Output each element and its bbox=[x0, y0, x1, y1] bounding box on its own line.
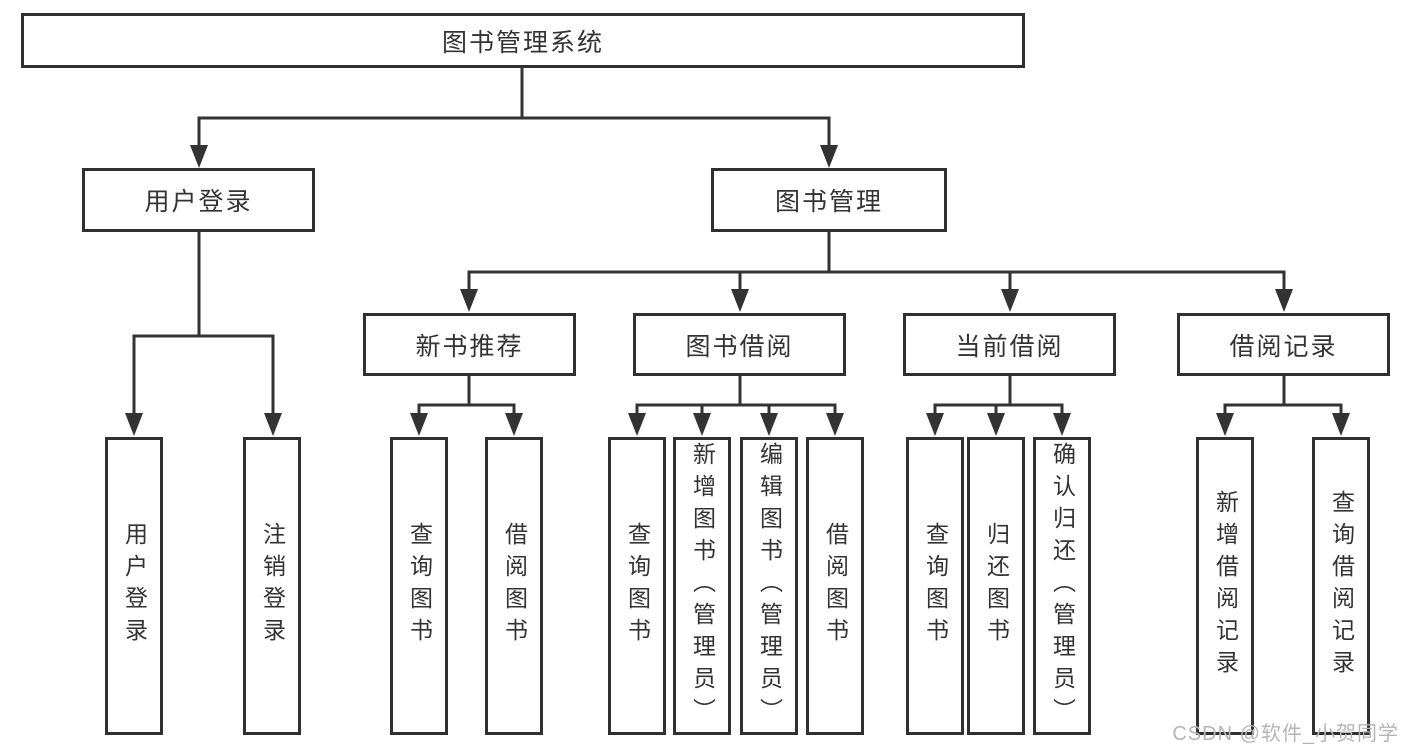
leaf-user-login-label: 用户登录 bbox=[121, 522, 148, 650]
leaf-add-borrow-record-label: 新增借阅记录 bbox=[1212, 490, 1239, 682]
leaf-query-books-recommend-label: 查询图书 bbox=[406, 522, 433, 650]
node-current-borrow: 当前借阅 bbox=[903, 313, 1116, 376]
leaf-confirm-return-admin: 确认归还（管理员） bbox=[1033, 437, 1091, 735]
leaf-query-borrow-record-label: 查询借阅记录 bbox=[1328, 490, 1355, 682]
leaf-query-books-current: 查询图书 bbox=[906, 437, 964, 735]
leaf-logout: 注销登录 bbox=[243, 437, 301, 735]
node-book-borrow-label: 图书借阅 bbox=[685, 332, 794, 361]
node-current-borrow-label: 当前借阅 bbox=[955, 332, 1064, 361]
node-user-login: 用户登录 bbox=[82, 168, 315, 232]
leaf-logout-label: 注销登录 bbox=[259, 522, 286, 650]
leaf-return-book: 归还图书 bbox=[967, 437, 1025, 735]
node-book-borrow: 图书借阅 bbox=[633, 313, 846, 376]
leaf-user-login: 用户登录 bbox=[105, 437, 163, 735]
leaf-return-book-label: 归还图书 bbox=[983, 522, 1010, 650]
leaf-borrow-books-recommend: 借阅图书 bbox=[485, 437, 543, 735]
node-user-login-label: 用户登录 bbox=[144, 188, 253, 216]
node-book-management-label: 图书管理 bbox=[774, 188, 883, 216]
node-library-system: 图书管理系统 bbox=[21, 13, 1025, 68]
leaf-add-book-admin-label: 新增图书（管理员） bbox=[689, 442, 716, 730]
leaf-query-books-borrow-label: 查询图书 bbox=[624, 522, 651, 650]
node-new-book-recommend: 新书推荐 bbox=[363, 313, 576, 376]
leaf-add-borrow-record: 新增借阅记录 bbox=[1196, 437, 1254, 735]
leaf-add-book-admin: 新增图书（管理员） bbox=[673, 437, 731, 735]
node-new-book-recommend-label: 新书推荐 bbox=[415, 332, 524, 361]
leaf-edit-book-admin-label: 编辑图书（管理员） bbox=[756, 442, 783, 730]
leaf-query-borrow-record: 查询借阅记录 bbox=[1312, 437, 1370, 735]
node-book-management: 图书管理 bbox=[711, 168, 947, 232]
node-library-system-label: 图书管理系统 bbox=[441, 28, 604, 57]
leaf-edit-book-admin: 编辑图书（管理员） bbox=[740, 437, 798, 735]
leaf-borrow-books-label: 借阅图书 bbox=[822, 522, 849, 650]
node-borrow-records: 借阅记录 bbox=[1177, 313, 1390, 376]
leaf-confirm-return-admin-label: 确认归还（管理员） bbox=[1049, 442, 1076, 730]
leaf-query-books-current-label: 查询图书 bbox=[922, 522, 949, 650]
csdn-watermark: CSDN @软件_小贺同学 bbox=[1172, 723, 1399, 745]
leaf-borrow-books-recommend-label: 借阅图书 bbox=[501, 522, 528, 650]
leaf-borrow-books: 借阅图书 bbox=[806, 437, 864, 735]
leaf-query-books-borrow: 查询图书 bbox=[608, 437, 666, 735]
node-borrow-records-label: 借阅记录 bbox=[1229, 332, 1338, 361]
leaf-query-books-recommend: 查询图书 bbox=[390, 437, 448, 735]
